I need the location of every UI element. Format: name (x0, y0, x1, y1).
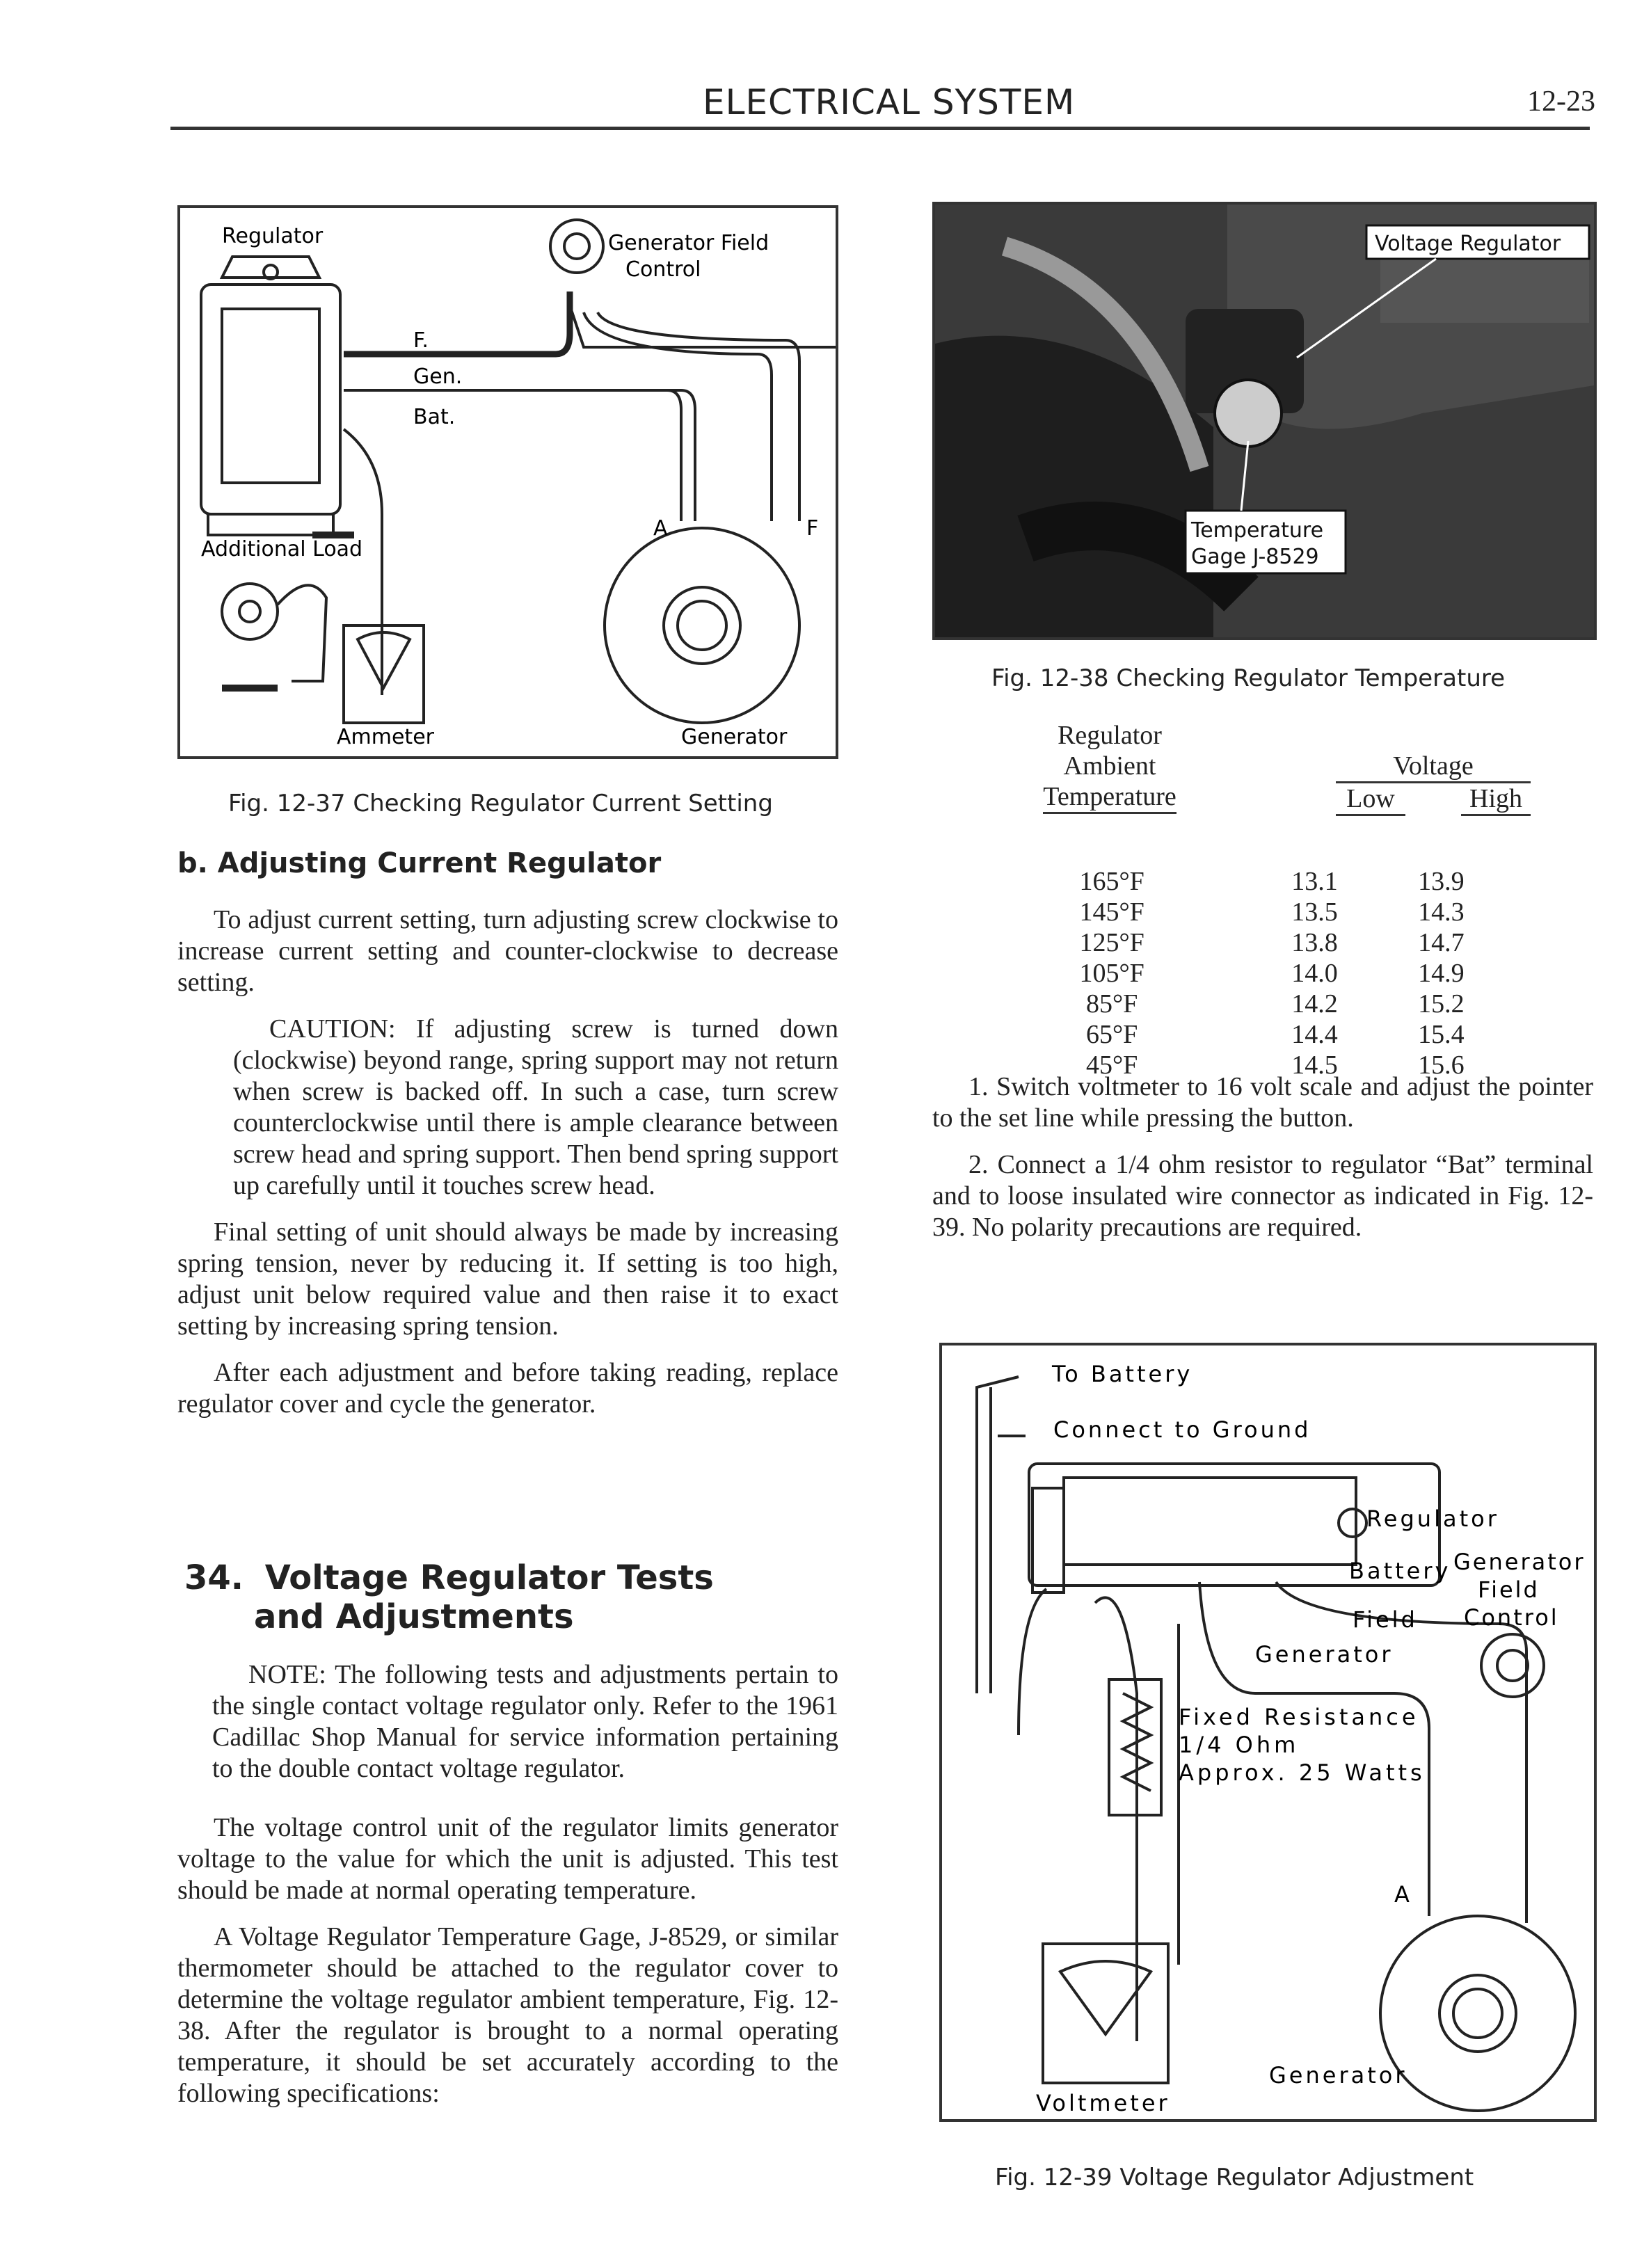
fig39-label-a: A (1394, 1881, 1410, 1908)
section-b-body: To adjust current setting, turn adjustin… (177, 904, 838, 1435)
section-34-body: NOTE: The following tests and adjustment… (177, 1659, 838, 2125)
fig38-label-temperature: Temperature (1190, 518, 1323, 543)
section-34-title-1: Voltage Regulator Tests (264, 1558, 714, 1597)
spec-header-temperature: Temperature (1043, 781, 1177, 814)
section-b-paragraph: After each adjustment and before taking … (177, 1358, 838, 1419)
fig39-label-regulator: Regulator (1366, 1506, 1499, 1532)
spec-cell-temperature: 85°F (1085, 989, 1138, 1019)
fig37-label-gfc-2: Control (625, 257, 701, 282)
fig38-label-voltage-regulator: Voltage Regulator (1375, 232, 1561, 256)
spec-cell-high: 15.6 (1418, 1051, 1465, 1080)
spec-row: 145°F 13.5 14.3 (1002, 897, 1517, 927)
spec-header-voltage: Voltage (1336, 751, 1531, 783)
spec-cell-high: 15.2 (1418, 989, 1465, 1019)
fig37-label-gen: Gen. (413, 365, 462, 389)
spec-cell-low: 13.1 (1291, 867, 1338, 896)
fig37-label-additional-load: Additional Load (201, 537, 362, 561)
section-34-paragraph: The voltage control unit of the regulato… (177, 1813, 838, 1905)
figure-12-37: Regulator Generator Field Control F. Gen… (177, 205, 838, 759)
section-34-heading: 34. Voltage Regulator Tests and Adjustme… (184, 1558, 714, 1636)
fig37-label-generator: Generator (681, 725, 788, 749)
spec-row: 85°F 14.2 15.2 (1002, 989, 1517, 1019)
figure-12-39-caption: Fig. 12-39 Voltage Regulator Adjustment (995, 2164, 1474, 2191)
figure-12-37-caption: Fig. 12-37 Checking Regulator Current Se… (228, 790, 773, 817)
figure-12-38-photo: Voltage Regulator Temperature Gage J-852… (932, 202, 1597, 640)
spec-row: 45°F 14.5 15.6 (1002, 1050, 1517, 1080)
section-34-paragraph: A Voltage Regulator Temperature Gage, J-… (177, 1922, 838, 2108)
spec-cell-low: 14.5 (1291, 1051, 1338, 1080)
fig39-label-generator: Generator (1269, 2062, 1407, 2089)
fig37-label-f: F. (413, 328, 429, 353)
fig37-label-ammeter: Ammeter (337, 725, 435, 749)
spec-cell-low: 14.2 (1291, 989, 1338, 1019)
spec-cell-temperature: 105°F (1079, 959, 1144, 988)
spec-header-regulator: Regulator (1058, 721, 1162, 750)
fig39-label-generator-term: Generator (1255, 1641, 1394, 1668)
spec-cell-low: 13.5 (1291, 897, 1338, 927)
fig39-label-field: Field (1353, 1606, 1418, 1633)
section-b-caution: CAUTION: If adjusting screw is turned do… (233, 1014, 838, 1200)
spec-header-low: Low (1336, 783, 1405, 816)
spec-cell-temperature: 65°F (1085, 1020, 1138, 1049)
fig39-label-voltmeter: Voltmeter (1036, 2090, 1170, 2116)
fig38-label-gage: Gage J-8529 (1191, 545, 1319, 569)
fig39-label-battery: Battery (1349, 1558, 1451, 1584)
section-b-paragraph: Final setting of unit should always be m… (177, 1217, 838, 1341)
fig37-label-f-term: F (806, 516, 818, 541)
fig39-label-gfc-3: Control (1464, 1604, 1559, 1631)
fig37-label-regulator: Regulator (222, 224, 324, 248)
spec-table-block: Regulator Ambient Temperature Voltage Lo… (1002, 720, 1531, 1080)
figure-12-37-drawing: Regulator Generator Field Control F. Gen… (200, 218, 836, 749)
step-2: 2. Connect a 1/4 ohm resistor to regulat… (932, 1150, 1593, 1242)
spec-cell-high: 14.9 (1418, 959, 1465, 988)
step-1: 1. Switch voltmeter to 16 volt scale and… (932, 1072, 1593, 1133)
spec-cell-high: 15.4 (1418, 1020, 1465, 1049)
fig39-label-ohm: 1/4 Ohm (1179, 1732, 1299, 1758)
figure-12-38-caption: Fig. 12-38 Checking Regulator Temperatur… (991, 664, 1506, 692)
page-number: 12-23 (1527, 86, 1595, 118)
fig39-label-gfc-1: Generator (1453, 1549, 1586, 1575)
page-header-title: ELECTRICAL SYSTEM (703, 82, 1076, 122)
spec-row: 65°F 14.4 15.4 (1002, 1019, 1517, 1050)
spec-cell-low: 14.0 (1291, 959, 1338, 988)
steps-block: 1. Switch voltmeter to 16 volt scale and… (932, 1071, 1593, 1259)
spec-header-high: High (1461, 783, 1531, 816)
fig39-label-gfc-2: Field (1478, 1576, 1540, 1603)
spec-cell-temperature: 165°F (1079, 867, 1144, 896)
header-rule (170, 127, 1590, 130)
section-b-paragraph: To adjust current setting, turn adjustin… (177, 905, 838, 997)
spec-cell-temperature: 45°F (1085, 1051, 1138, 1080)
spec-cell-temperature: 145°F (1079, 897, 1144, 927)
fig39-label-connect-ground: Connect to Ground (1053, 1416, 1311, 1443)
section-34-number: 34. (184, 1558, 244, 1597)
fig39-label-to-battery: To Battery (1051, 1361, 1193, 1387)
section-34-note: NOTE: The following tests and adjustment… (212, 1660, 838, 1783)
spec-row: 165°F 13.1 13.9 (1002, 866, 1517, 897)
spec-cell-high: 13.9 (1418, 867, 1465, 896)
spec-cell-high: 14.3 (1418, 897, 1465, 927)
fig37-label-bat: Bat. (413, 405, 455, 429)
spec-header-ambient: Ambient (1063, 751, 1156, 781)
spec-cell-low: 14.4 (1291, 1020, 1338, 1049)
fig37-label-gfc-1: Generator Field (608, 231, 769, 255)
section-34-title-2: and Adjustments (254, 1597, 574, 1636)
figure-12-39-drawing: To Battery Connect to Ground Regulator B… (975, 1361, 1586, 2116)
figure-12-38-drawing: Voltage Regulator Temperature Gage J-852… (935, 205, 1594, 637)
spec-cell-temperature: 125°F (1079, 928, 1144, 957)
fig37-label-a: A (653, 516, 668, 541)
spec-row: 105°F 14.0 14.9 (1002, 958, 1517, 989)
spec-row: 125°F 13.8 14.7 (1002, 927, 1517, 958)
spec-cell-low: 13.8 (1291, 928, 1338, 957)
fig39-label-watts: Approx. 25 Watts (1179, 1759, 1426, 1786)
figure-12-39: To Battery Connect to Ground Regulator B… (939, 1343, 1597, 2122)
spec-cell-high: 14.7 (1418, 928, 1465, 957)
fig39-label-fixed-resistance: Fixed Resistance (1179, 1704, 1419, 1730)
section-b-heading: b. Adjusting Current Regulator (177, 847, 662, 879)
